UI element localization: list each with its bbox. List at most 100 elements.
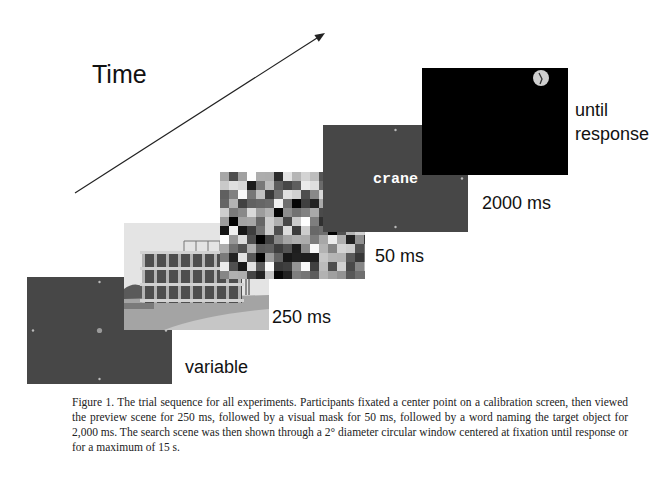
label-box: until response [575,98,665,147]
noise-cell [301,253,310,262]
noise-cell [319,244,328,253]
noise-cell [301,244,310,253]
rubble [124,303,154,309]
noise-cell [238,244,247,253]
noise-cell [328,235,337,244]
noise-cell [310,199,319,208]
noise-cell [283,199,292,208]
figure-caption: Figure 1. The trial sequence for all exp… [72,395,628,455]
noise-cell [310,217,319,226]
screen-frame: until response [422,68,568,175]
noise-cell [265,199,274,208]
noise-cell [319,262,328,271]
noise-cell [265,226,274,235]
noise-cell [283,181,292,190]
noise-cell [355,262,364,271]
noise-cell [301,217,310,226]
noise-cell [292,208,301,217]
noise-cell [319,235,328,244]
duration-label: variable [185,355,248,379]
noise-cell [220,217,229,226]
noise-cell [229,244,238,253]
noise-cell [292,235,301,244]
noise-cell [355,235,364,244]
building-column [178,251,181,303]
noise-cell [247,217,256,226]
noise-cell [274,199,283,208]
noise-cell [364,235,365,244]
noise-cell [310,235,319,244]
screen-picture [422,68,568,175]
noise-cell [346,271,355,279]
noise-cell [301,271,310,279]
fixation-dot [461,177,463,179]
noise-cell [238,190,247,199]
noise-cell [256,253,265,262]
noise-cell [247,235,256,244]
noise-cell [319,253,328,262]
noise-cell [283,262,292,271]
axis-label: Time [92,58,147,92]
noise-cell [256,190,265,199]
noise-cell [292,253,301,262]
noise-cell [274,244,283,253]
fixation-dot [394,226,396,228]
noise-cell [310,244,319,253]
noise-cell [247,271,256,279]
duration-label: 250 ms [272,305,331,329]
noise-cell [301,172,310,181]
noise-cell [247,181,256,190]
noise-cell [292,217,301,226]
noise-cell [337,244,346,253]
noise-cell [265,181,274,190]
noise-cell [346,253,355,262]
noise-cell [310,181,319,190]
noise-cell [292,190,301,199]
building-column [142,251,145,303]
noise-cell [274,235,283,244]
noise-cell [238,226,247,235]
noise-cell [283,271,292,279]
noise-cell [310,190,319,199]
search-screen [422,68,568,175]
noise-cell [220,262,229,271]
noise-cell [301,262,310,271]
noise-cell [265,235,274,244]
noise-cell [265,217,274,226]
building-column [154,251,157,303]
building-column [190,251,193,303]
noise-cell [283,235,292,244]
noise-cell [310,226,319,235]
noise-cell [301,190,310,199]
noise-cell [274,208,283,217]
noise-cell [247,208,256,217]
noise-cell [247,244,256,253]
noise-cell [301,235,310,244]
time-arrow-line [75,38,317,193]
noise-cell [220,244,229,253]
time-arrowhead [314,33,325,42]
noise-cell [238,235,247,244]
ground [124,295,269,330]
fixation-dot [98,281,100,283]
noise-cell [256,217,265,226]
noise-cell [292,244,301,253]
duration-label: 50 ms [375,244,424,268]
noise-cell [265,172,274,181]
noise-cell [229,208,238,217]
noise-cell [256,226,265,235]
noise-cell [337,235,346,244]
noise-cell [274,271,283,279]
noise-cell [265,262,274,271]
sky [124,223,269,330]
label-box: 2000 ms [482,191,551,215]
noise-cell [220,208,229,217]
noise-cell [220,181,229,190]
noise-cell [265,244,274,253]
floor-slab [140,299,244,302]
fixation-dot [98,378,100,380]
noise-cell [229,262,238,271]
noise-cell [292,199,301,208]
noise-cell [220,199,229,208]
